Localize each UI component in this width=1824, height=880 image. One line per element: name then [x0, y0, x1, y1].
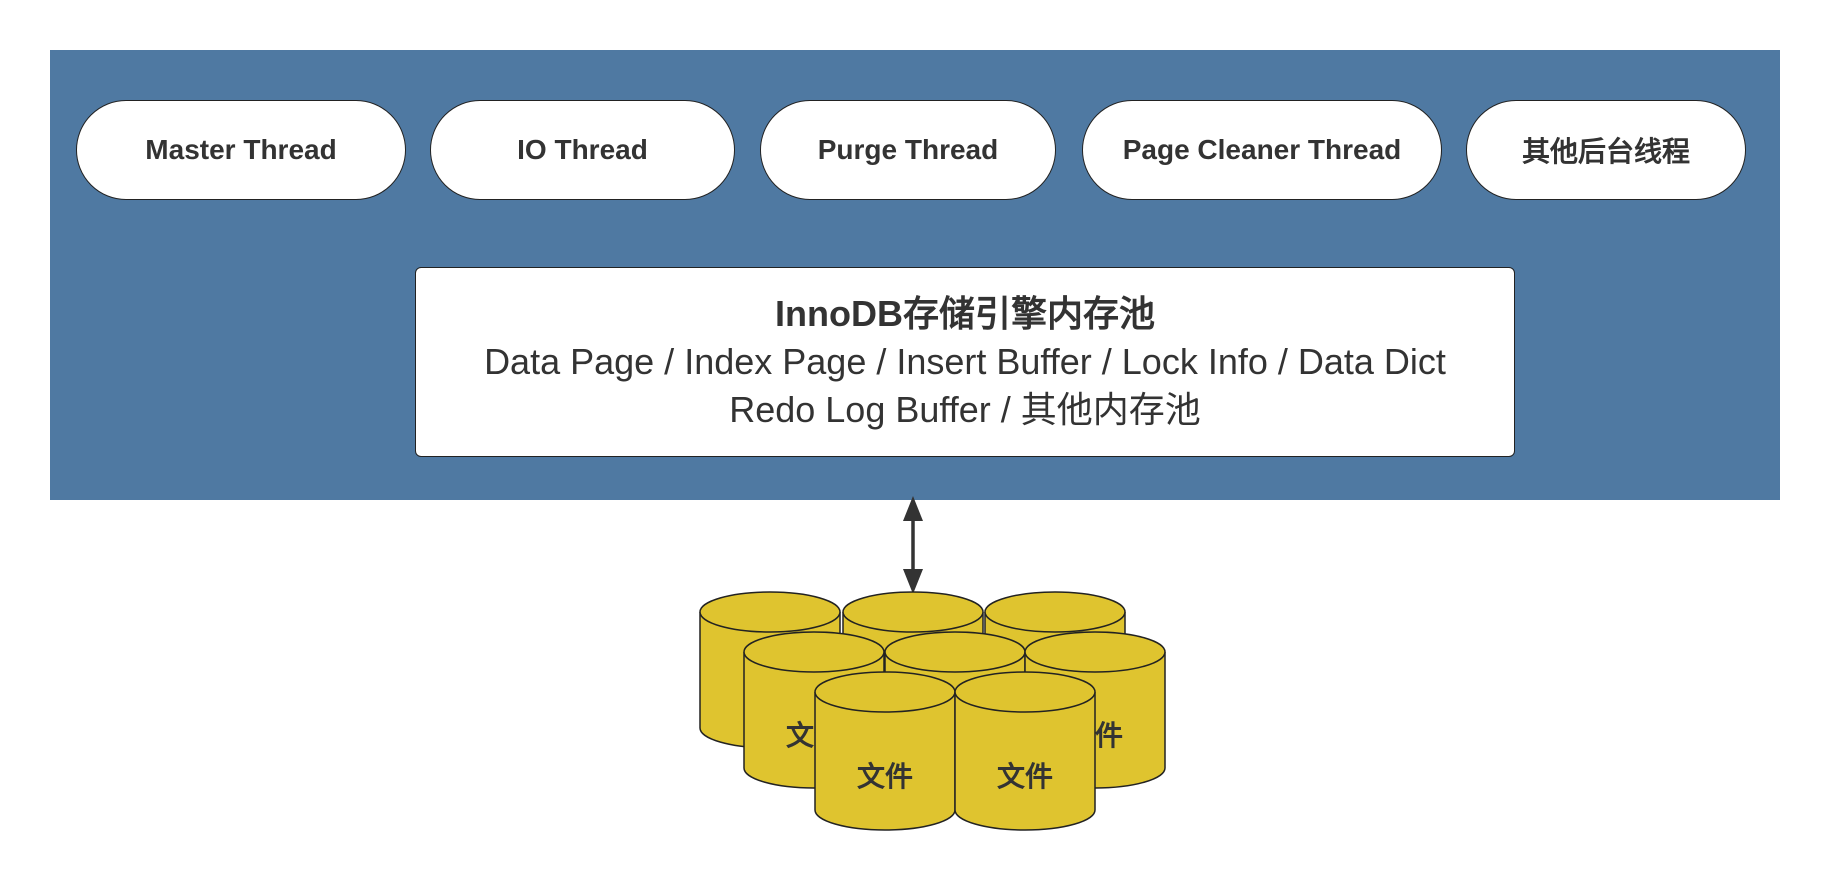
file-cylinder-back-right [984, 591, 1126, 749]
buffer-pool-title: InnoDB存储引擎内存池 [775, 293, 1155, 334]
master-thread-node: Master Thread [76, 100, 406, 200]
page-cleaner-thread-node: Page Cleaner Thread [1082, 100, 1442, 200]
file-cylinder-mid-left: 文件 [743, 631, 885, 789]
file-label-front-right: 文件 [997, 760, 1053, 792]
file-cylinder-front-left: 文件 [814, 671, 956, 831]
file-cylinder-front-right: 文件 [954, 671, 1096, 831]
buffer-pool-line-2: Redo Log Buffer / 其他内存池 [729, 389, 1201, 430]
file-cylinder-mid-right: 文件 [1024, 631, 1166, 789]
buffer-pool-line-1: Data Page / Index Page / Insert Buffer /… [484, 341, 1446, 382]
purge-thread-label: Purge Thread [817, 134, 999, 165]
purge-thread-node: Purge Thread [760, 100, 1056, 200]
buffer-pool-box: InnoDB存储引擎内存池 Data Page / Index Page / I… [415, 267, 1515, 457]
file-cylinder-mid-middle [884, 631, 1026, 789]
file-cylinder-back-left [699, 591, 841, 749]
file-cylinder-back-middle [842, 591, 984, 749]
file-label-mid-left: 文件 [786, 719, 842, 751]
file-label-front-left: 文件 [857, 760, 913, 792]
io-thread-label: IO Thread [517, 134, 648, 165]
other-background-threads-label: 其他后台线程 [1521, 136, 1690, 167]
other-background-threads-node: 其他后台线程 [1466, 100, 1746, 200]
io-thread-node: IO Thread [430, 100, 735, 200]
page-cleaner-thread-label: Page Cleaner Thread [1122, 134, 1402, 165]
file-label-mid-right: 文件 [1067, 719, 1123, 751]
bidirectional-arrow [903, 496, 923, 594]
master-thread-label: Master Thread [145, 134, 337, 165]
